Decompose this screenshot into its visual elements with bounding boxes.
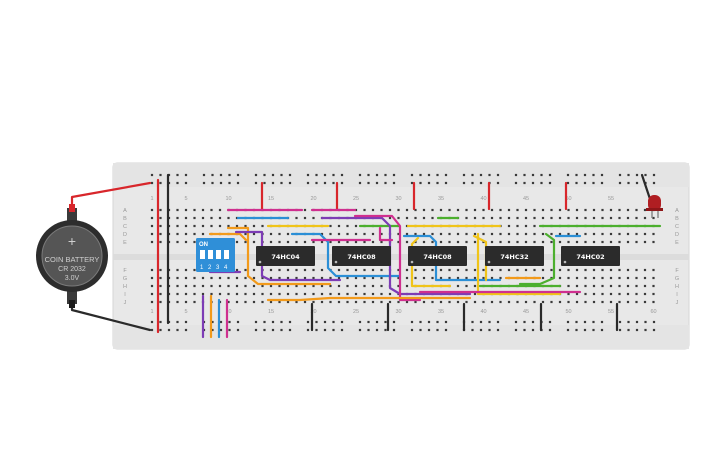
battery-label: COIN BATTERY [45, 255, 100, 264]
column-number: 40 [480, 309, 486, 315]
column-number: 50 [565, 309, 571, 315]
dip-number-1: 1 [200, 265, 204, 271]
column-number: 30 [395, 309, 401, 315]
dip-toggle-4[interactable] [224, 250, 229, 259]
dip-toggle-3[interactable] [216, 250, 221, 259]
chip-74hc08-b[interactable]: 74HC08 [408, 246, 467, 266]
wires [70, 173, 662, 339]
chip-74hc04[interactable]: 74HC04 [256, 246, 315, 266]
column-number: 25 [353, 196, 359, 202]
battery-model: CR 2032 [58, 266, 86, 273]
column-number: 60 [650, 309, 656, 315]
row-letter: J [676, 300, 679, 306]
column-number: 55 [608, 309, 614, 315]
column-number: 55 [608, 196, 614, 202]
column-number: 25 [353, 309, 359, 315]
column-number: 45 [523, 196, 529, 202]
row-letter: E [675, 240, 679, 246]
battery-voltage: 3.0V [65, 275, 80, 282]
row-letter: A [123, 208, 127, 214]
row-letter: F [123, 268, 127, 274]
row-letter: G [675, 276, 679, 282]
row-letter: C [123, 224, 127, 230]
chip-74hc32[interactable]: 74HC32 [485, 246, 544, 266]
column-number: 1 [150, 309, 153, 315]
chip-label-4: 74HC32 [500, 253, 528, 261]
row-letter: B [675, 216, 679, 222]
row-letter: J [124, 300, 127, 306]
chip-label-2: 74HC08 [347, 253, 376, 261]
row-letter: H [123, 284, 127, 290]
row-letter: I [124, 292, 126, 298]
chip-label-3: 74HC08 [423, 253, 452, 261]
dip-number-4: 4 [224, 265, 228, 271]
column-number: 10 [225, 196, 231, 202]
column-number: 30 [395, 196, 401, 202]
column-number: 40 [480, 196, 486, 202]
column-number: 15 [268, 196, 274, 202]
row-letter: B [123, 216, 127, 222]
column-number: 35 [438, 309, 444, 315]
row-letter: G [123, 276, 127, 282]
row-letter: C [675, 224, 679, 230]
column-number: 5 [184, 309, 187, 315]
dip-number-3: 3 [216, 265, 220, 271]
dip-switch[interactable]: ON 1 2 3 4 [196, 238, 235, 272]
chip-label-1: 74HC04 [271, 253, 300, 261]
dip-number-2: 2 [208, 265, 212, 271]
column-number: 10 [225, 309, 231, 315]
chip-74hc08-a[interactable]: 74HC08 [332, 246, 391, 266]
column-number: 20 [310, 309, 316, 315]
dip-toggle-2[interactable] [208, 250, 213, 259]
row-letter: F [675, 268, 679, 274]
column-number: 15 [268, 309, 274, 315]
column-number: 45 [523, 309, 529, 315]
column-number: 35 [438, 196, 444, 202]
breadboard-labels: 1510152025303540455055601510152025303540… [123, 196, 679, 315]
row-letter: I [676, 292, 678, 298]
chip-74hc02[interactable]: 74HC02 [561, 246, 620, 266]
row-letter: E [123, 240, 127, 246]
battery-plus-icon: + [68, 233, 76, 249]
chip-label-5: 74HC02 [576, 253, 604, 261]
row-letter: D [675, 232, 679, 238]
column-number: 20 [310, 196, 316, 202]
dip-on-label: ON [199, 242, 208, 248]
column-number: 5 [184, 196, 187, 202]
coin-battery[interactable]: + COIN BATTERY CR 2032 3.0V [36, 204, 108, 308]
column-number: 50 [565, 196, 571, 202]
row-letter: A [675, 208, 679, 214]
red-led[interactable] [646, 195, 663, 218]
column-number: 1 [150, 196, 153, 202]
row-letter: D [123, 232, 127, 238]
dip-toggle-1[interactable] [200, 250, 205, 259]
row-letter: H [675, 284, 679, 290]
